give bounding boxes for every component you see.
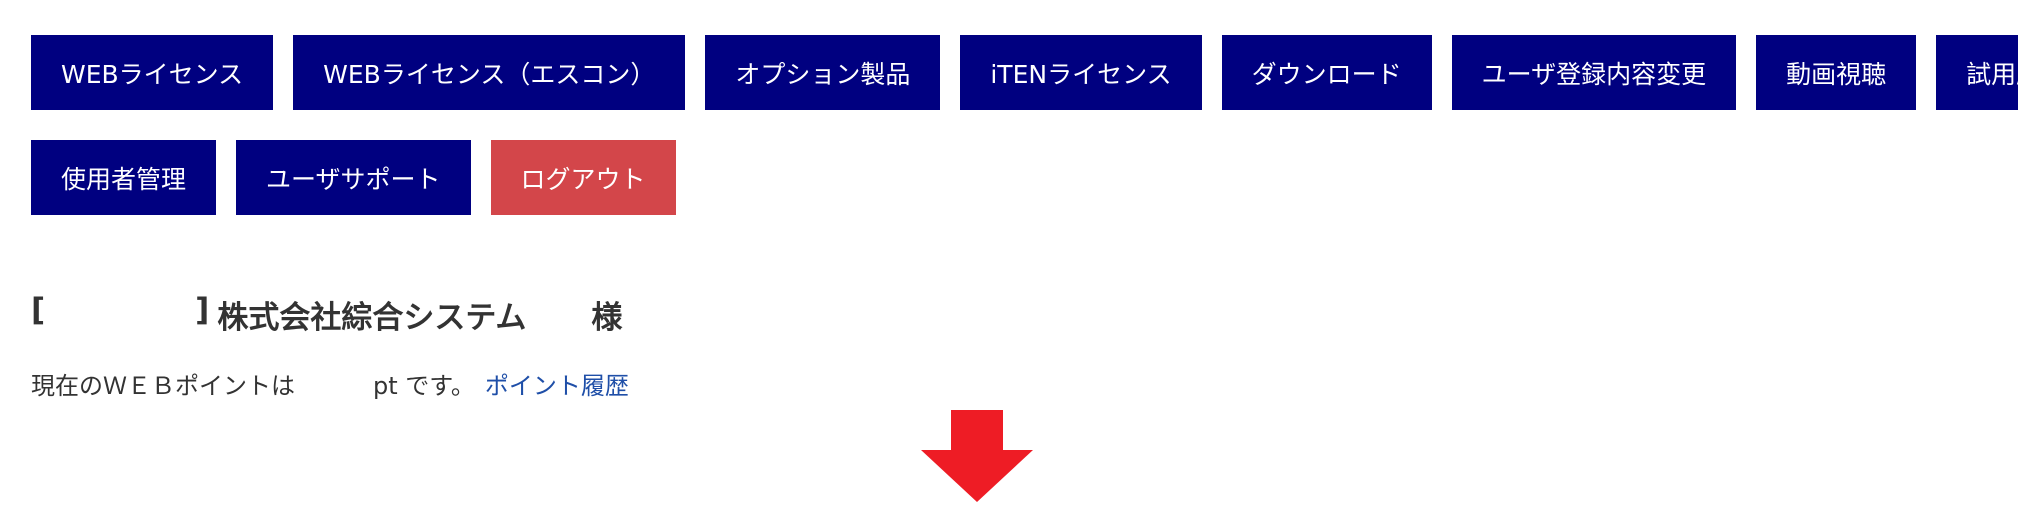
user-name-redacted	[526, 292, 591, 337]
user-greeting: [ ] 株式会社綜合システム 様	[31, 292, 622, 337]
nav-download[interactable]: ダウンロード	[1221, 35, 1432, 110]
nav-web-license[interactable]: WEBライセンス	[31, 35, 274, 110]
nav-trial[interactable]: 試用版	[1936, 35, 2018, 110]
honorific: 様	[591, 300, 623, 336]
nav-iten-license[interactable]: iTENライセンス	[960, 35, 1202, 110]
point-history-link[interactable]: ポイント履歴	[484, 372, 629, 400]
nav-user-registration-change[interactable]: ユーザ登録内容変更	[1451, 35, 1737, 110]
web-points-status: 現在のＷＥＢポイントは pt です。 ポイント履歴	[31, 366, 629, 401]
arrow-down-shape	[921, 410, 1033, 502]
user-id-redacted	[45, 292, 195, 337]
points-prefix: 現在のＷＥＢポイントは	[31, 372, 295, 400]
nav-row-1: WEBライセンス WEBライセンス（エスコン） オプション製品 iTENライセン…	[31, 35, 2018, 110]
user-id-bracket-close: ]	[195, 292, 210, 328]
points-suffix: pt です。	[373, 372, 475, 400]
nav-video[interactable]: 動画視聴	[1756, 35, 1917, 110]
nav-logout[interactable]: ログアウト	[490, 140, 676, 215]
user-id-bracket-open: [	[31, 292, 46, 328]
nav-row-2: 使用者管理 ユーザサポート ログアウト	[31, 140, 2011, 215]
main-navigation: WEBライセンス WEBライセンス（エスコン） オプション製品 iTENライセン…	[31, 35, 2018, 245]
nav-user-support[interactable]: ユーザサポート	[236, 140, 471, 215]
nav-web-license-escon[interactable]: WEBライセンス（エスコン）	[293, 35, 686, 110]
nav-user-management[interactable]: 使用者管理	[31, 140, 217, 215]
arrow-down-icon	[921, 410, 1033, 502]
nav-option-products[interactable]: オプション製品	[705, 35, 941, 110]
company-name: 株式会社綜合システム	[217, 300, 527, 336]
